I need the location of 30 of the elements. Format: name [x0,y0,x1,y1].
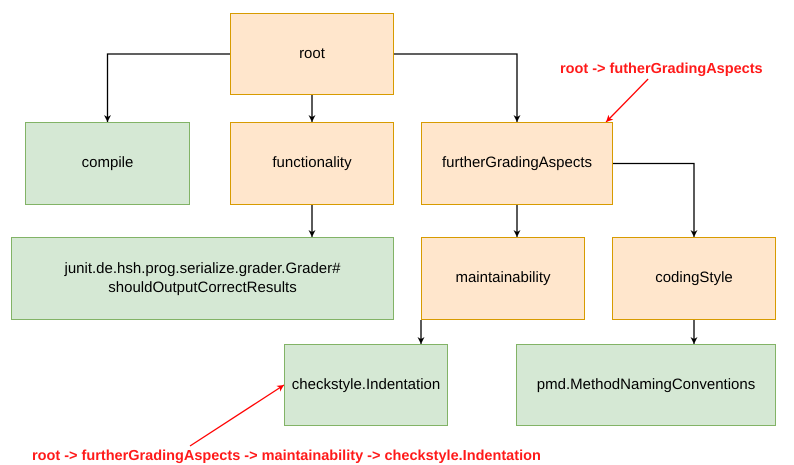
category-box [421,122,613,205]
arrow [613,162,698,237]
arrow [308,205,316,237]
arrow [394,53,520,122]
arrow [104,53,230,122]
check-box-node [516,344,776,426]
node-label: furtherGradingAspects [440,154,594,173]
node-label: functionality [271,154,353,173]
node-label: root [298,44,326,64]
category-box [230,13,394,95]
node-label: junit.de.hsh.prog.serialize.grader.Grader# shouldOutputCorrectResults [63,260,342,298]
node-label: maintainability [454,269,552,288]
leader-arrow [606,78,649,122]
node-label: root -> furtherGradingAspects -> maintainability -> checkstyle.Indentation [31,446,542,465]
node-label: root -> futherGradingAspects [559,60,764,78]
arrow [690,320,698,344]
node-label: codingStyle [654,269,734,288]
category-box [421,237,585,320]
check-box-node [25,122,190,205]
arrow [514,205,520,237]
node-label: compile [80,154,134,173]
category-box [612,237,776,320]
arrow [418,320,424,344]
leader-arrow [190,384,284,447]
node-label: pmd.MethodNamingConventions [536,376,756,394]
arrow [308,95,316,122]
node-label: checkstyle.Indentation [290,376,442,394]
category-box [230,122,394,205]
check-box-node [11,237,394,320]
check-box-node [284,344,448,426]
